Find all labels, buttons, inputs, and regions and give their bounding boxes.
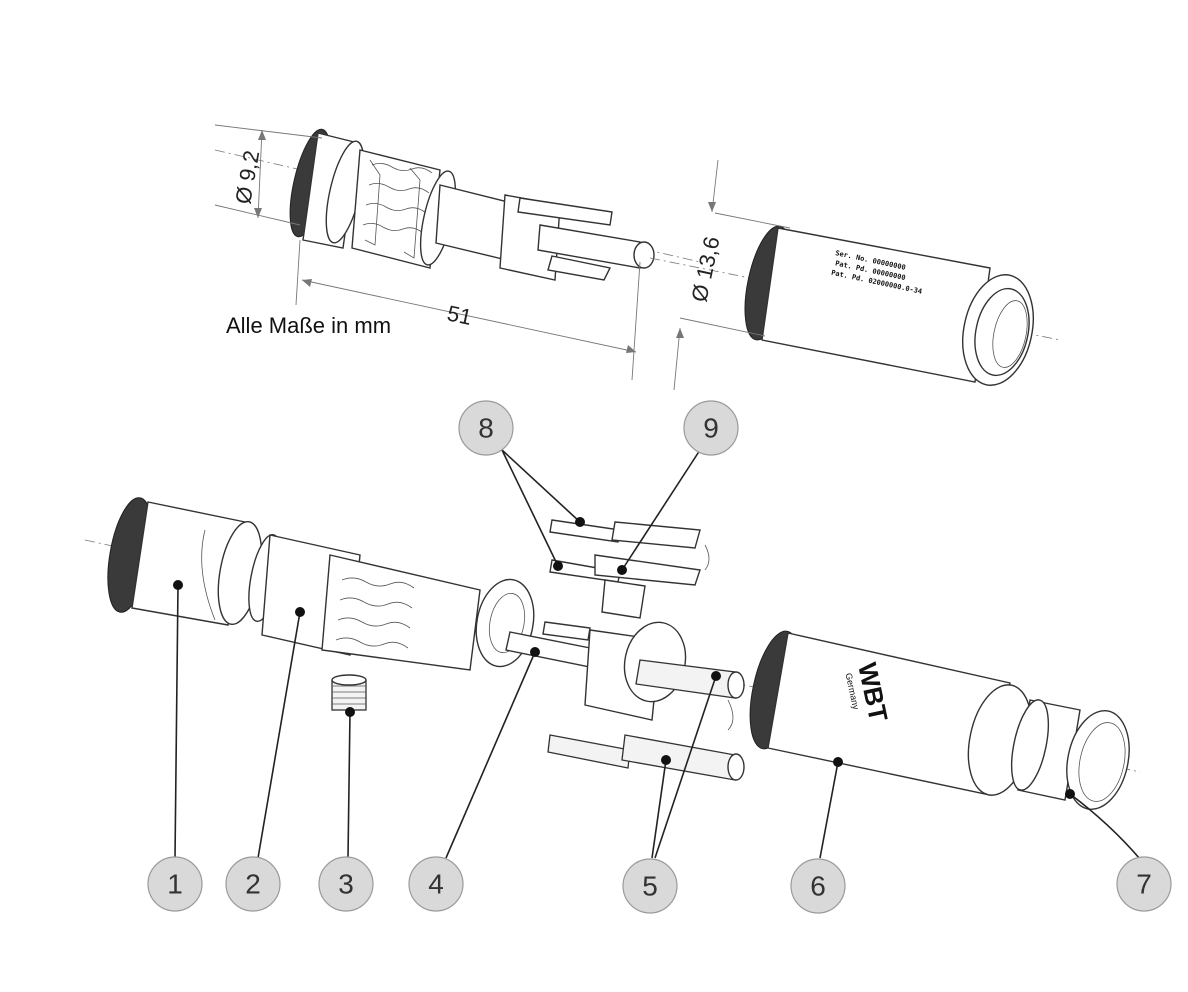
callout-6: 6	[790, 858, 846, 914]
part-5-contact-pins	[547, 659, 745, 781]
callout-2: 2	[225, 856, 281, 912]
callout-5: 5	[622, 858, 678, 914]
callout-7-label: 7	[1136, 869, 1152, 900]
part-2-spring-body	[248, 534, 535, 671]
plug-contact-carrier	[435, 184, 655, 281]
assembled-plug-view: Ø 9,2 51	[214, 124, 701, 381]
callout-1: 1	[147, 856, 203, 912]
assembled-socket-view: Ser. No. 00000000 Pat. Pd. 00000000 Pat.…	[649, 159, 1061, 391]
part-3-set-screw	[331, 674, 367, 711]
part-1-knurled-sleeve	[107, 497, 263, 626]
callout-5-label: 5	[642, 871, 658, 902]
callout-2-label: 2	[245, 869, 261, 900]
callout-4-label: 4	[428, 869, 444, 900]
callout-1-label: 1	[167, 869, 183, 900]
plug-knurled-nut	[289, 128, 365, 249]
callout-7: 7	[1116, 856, 1172, 912]
callout-9: 9	[683, 400, 739, 456]
callout-3-label: 3	[338, 869, 354, 900]
callout-8-label: 8	[478, 413, 494, 444]
length-label: 51	[445, 300, 474, 330]
callout-9-label: 9	[703, 413, 719, 444]
part-8-9-clips	[549, 519, 710, 619]
units-note: Alle Maße in mm	[226, 313, 392, 338]
diameter-large-label: Ø 13,6	[686, 234, 724, 304]
leader-lines	[173, 449, 1141, 860]
part-7-end-ring	[1010, 699, 1130, 811]
callout-4: 4	[408, 856, 464, 912]
dimension-length: 51	[295, 239, 641, 381]
callout-3: 3	[318, 856, 374, 912]
callout-6-label: 6	[810, 871, 826, 902]
part-6-socket-sleeve: WBT Germany	[749, 630, 1033, 796]
callout-8: 8	[458, 400, 514, 456]
